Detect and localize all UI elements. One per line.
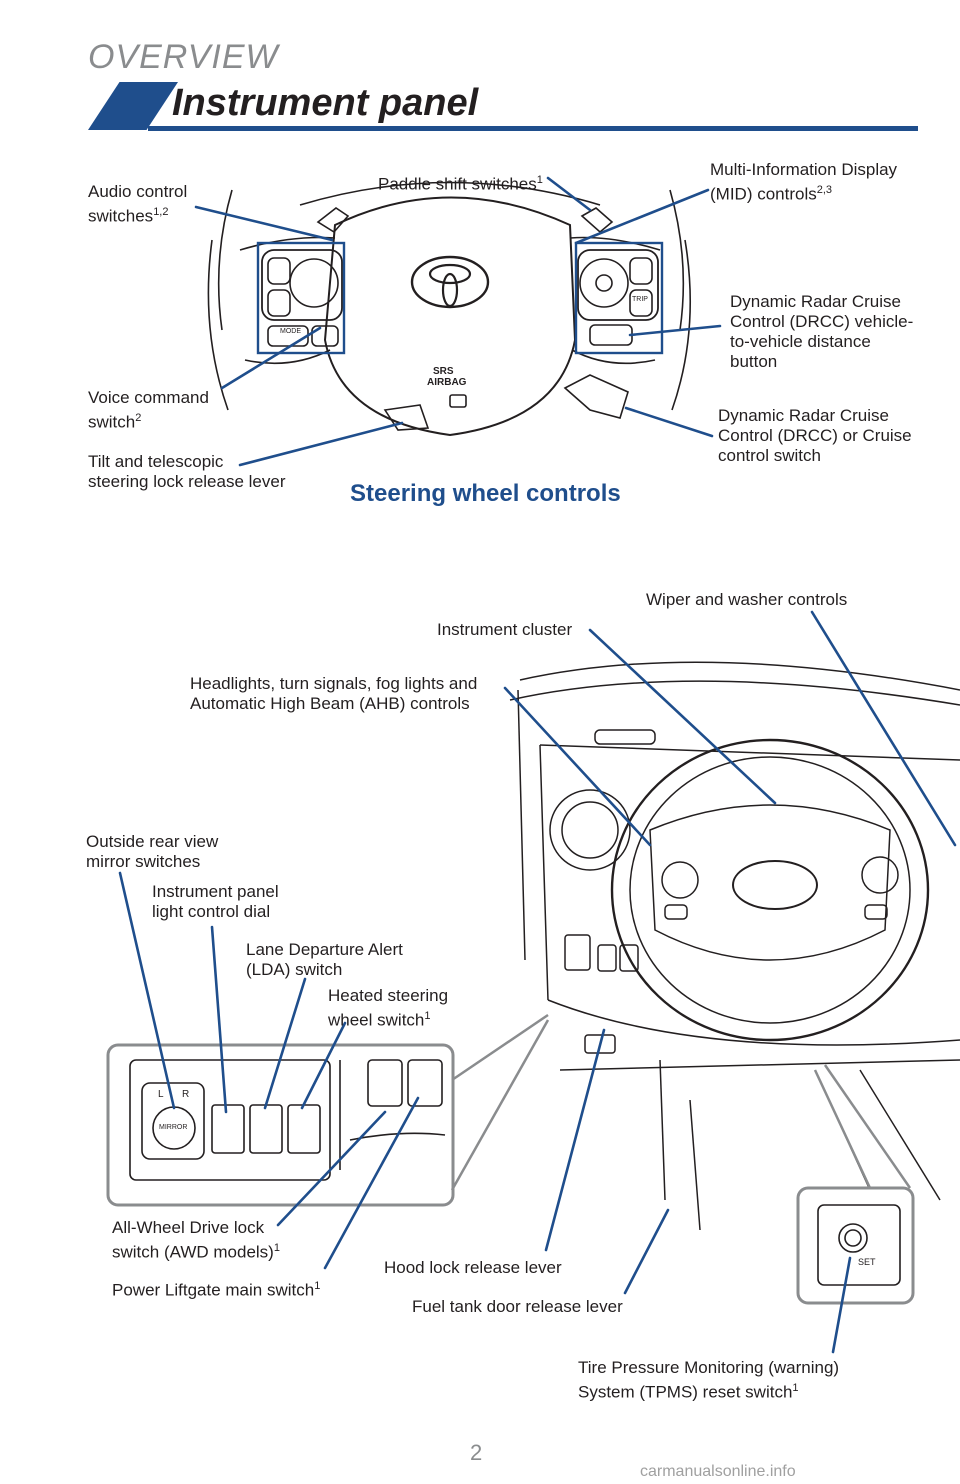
label-headlights: Headlights, turn signals, fog lights and… (190, 674, 478, 713)
highlight-boxes (256, 241, 664, 355)
mirror-r-label: R (182, 1089, 190, 1100)
label-hood-lock: Hood lock release lever (384, 1258, 562, 1277)
mode-button-label: MODE (280, 328, 301, 335)
leader-lines (118, 176, 957, 1354)
mirror-l-label: L (158, 1089, 164, 1100)
label-tpms-reset: Tire Pressure Monitoring (warning)System… (578, 1358, 840, 1402)
page-number: 2 (470, 1440, 483, 1465)
srs-label: SRS (433, 366, 454, 377)
label-instrument-cluster: Instrument cluster (437, 620, 573, 639)
tpms-inset (796, 1186, 915, 1305)
label-wiper-washer: Wiper and washer controls (646, 590, 848, 609)
steering-wheel-drawing (207, 181, 692, 437)
label-paddle-shift: Paddle shift switches1 (378, 174, 543, 194)
site-watermark: carmanualsonline.info (640, 1463, 796, 1480)
trip-button-label: TRIP (632, 296, 648, 303)
mirror-button-label: MIRROR (159, 1124, 188, 1131)
label-power-liftgate: Power Liftgate main switch1 (112, 1280, 321, 1300)
switch-panel-inset (106, 1043, 455, 1207)
page-title: Instrument panel (172, 82, 479, 124)
title-band (88, 82, 918, 132)
label-fuel-door: Fuel tank door release lever (412, 1297, 623, 1316)
callout-wedges (450, 1013, 912, 1191)
label-lda-switch: Lane Departure Alert(LDA) switch (246, 940, 403, 979)
airbag-label: AIRBAG (427, 377, 467, 388)
label-mid-controls: Multi-Information Display(MID) controls2… (710, 160, 898, 204)
steering-caption: Steering wheel controls (350, 480, 621, 507)
dashboard-drawing (509, 661, 960, 1231)
section-heading: OVERVIEW (88, 38, 279, 76)
title-rule (148, 126, 918, 131)
set-button-label: SET (858, 1257, 876, 1267)
